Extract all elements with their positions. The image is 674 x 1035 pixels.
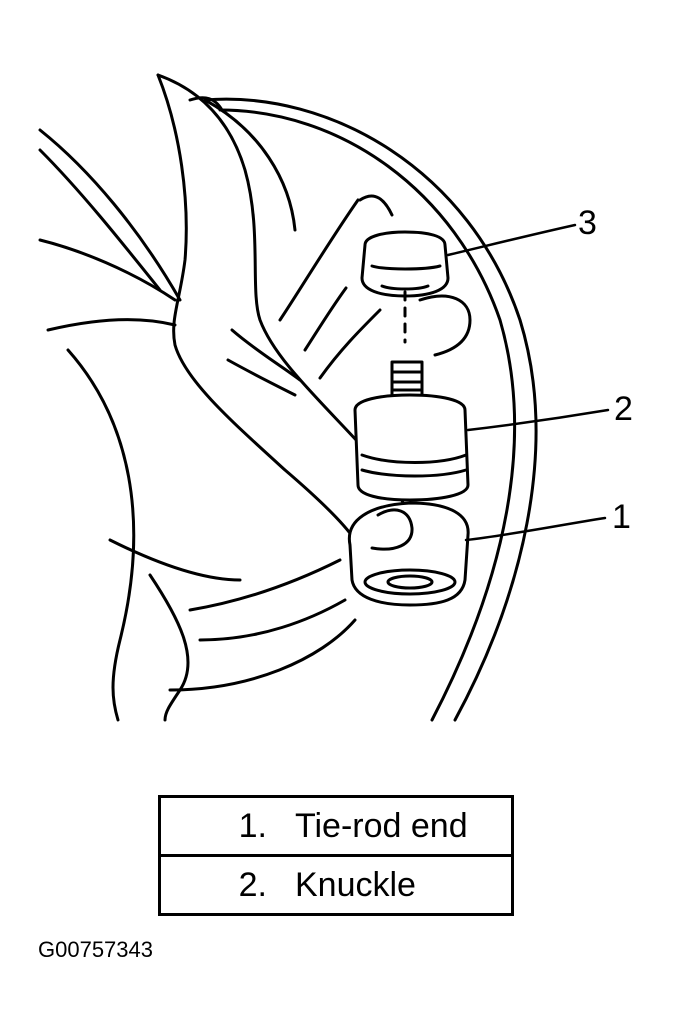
tie-rod-end-part-1 — [347, 501, 470, 607]
wheel-rim-arcs — [203, 97, 538, 722]
legend-table: 1. Tie-rod end 2. Knuckle — [158, 795, 514, 916]
callout-1: 1 — [612, 498, 631, 536]
legend-label: Knuckle — [295, 854, 513, 915]
legend-row: 1. Tie-rod end — [160, 797, 513, 856]
callout-leaders — [446, 223, 610, 542]
legend-label: Tie-rod end — [295, 806, 468, 845]
tie-rod-knuckle-illustration — [38, 73, 610, 722]
callout-3: 3 — [578, 204, 597, 242]
knuckle-boss-part-2 — [353, 360, 470, 502]
nut-part-3 — [360, 230, 450, 344]
legend-row: 2. Knuckle — [159, 854, 513, 915]
callout-2: 2 — [614, 390, 633, 428]
figure-code: G00757343 — [38, 937, 153, 962]
knuckle-bracket — [278, 194, 472, 380]
legend-number: 1. — [238, 806, 267, 845]
suspension-background-lines — [38, 128, 357, 722]
legend-number: 2. — [159, 854, 295, 915]
